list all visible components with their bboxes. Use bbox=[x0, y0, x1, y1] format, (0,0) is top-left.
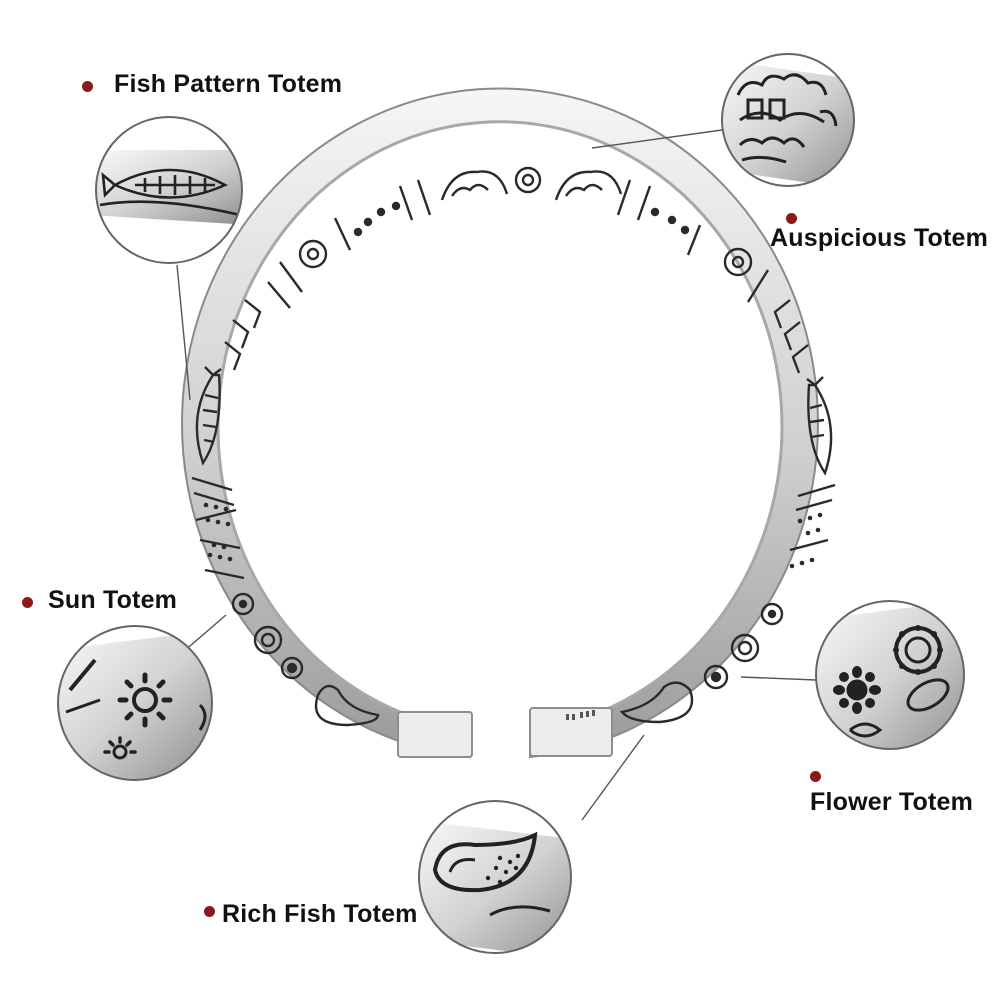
auspicious-cloud-icon bbox=[736, 73, 838, 164]
band-fish-left bbox=[195, 366, 222, 466]
band-dots-right bbox=[789, 483, 836, 552]
band-paisley-right bbox=[619, 681, 694, 724]
fish-icon bbox=[99, 168, 241, 217]
band-dots-left bbox=[191, 476, 245, 580]
bangle-end-right bbox=[529, 707, 613, 757]
label-flower: Flower Totem bbox=[810, 788, 974, 816]
bullet-auspicious bbox=[786, 213, 797, 224]
hallmark-marks bbox=[566, 710, 595, 720]
bullet-flower bbox=[810, 771, 821, 782]
band-pattern-top-right bbox=[616, 179, 770, 303]
label-rich-fish: Rich Fish Totem bbox=[222, 900, 418, 928]
leader-lines bbox=[176, 129, 817, 821]
band-sun-right bbox=[703, 602, 784, 690]
band-dot-grid-right bbox=[789, 512, 823, 569]
label-auspicious: Auspicious Totem bbox=[770, 224, 989, 252]
zoom-circle-rich-fish bbox=[418, 800, 572, 954]
flower-icon bbox=[833, 625, 950, 738]
bullet-sun bbox=[22, 597, 33, 608]
zoom-circle-flower bbox=[815, 600, 965, 750]
band-dot-grid-left bbox=[203, 502, 233, 562]
band-chevrons-left bbox=[224, 299, 262, 371]
zoom-circle-sun bbox=[57, 625, 213, 781]
band-pattern-top-left bbox=[267, 179, 432, 309]
band-chevrons-right bbox=[773, 299, 809, 374]
band-auspicious-motif bbox=[440, 166, 623, 201]
band-paisley-left bbox=[314, 684, 380, 727]
bangle-body bbox=[181, 87, 819, 759]
paisley-fish-icon bbox=[432, 831, 551, 917]
label-fish-pattern: Fish Pattern Totem bbox=[114, 70, 343, 98]
bangle-inner-edge bbox=[216, 120, 784, 732]
zoom-circle-auspicious bbox=[721, 53, 855, 187]
bangle-end-left bbox=[397, 711, 473, 758]
sun-icon bbox=[65, 658, 207, 760]
band-fish-right bbox=[806, 376, 833, 476]
label-sun: Sun Totem bbox=[48, 586, 178, 614]
zoom-circle-fish-pattern bbox=[95, 116, 243, 264]
band-engravings bbox=[191, 166, 836, 727]
band-sun-left bbox=[231, 592, 304, 680]
bullet-fish-pattern bbox=[82, 81, 93, 92]
bangle bbox=[181, 87, 836, 759]
bullet-rich-fish bbox=[204, 906, 215, 917]
